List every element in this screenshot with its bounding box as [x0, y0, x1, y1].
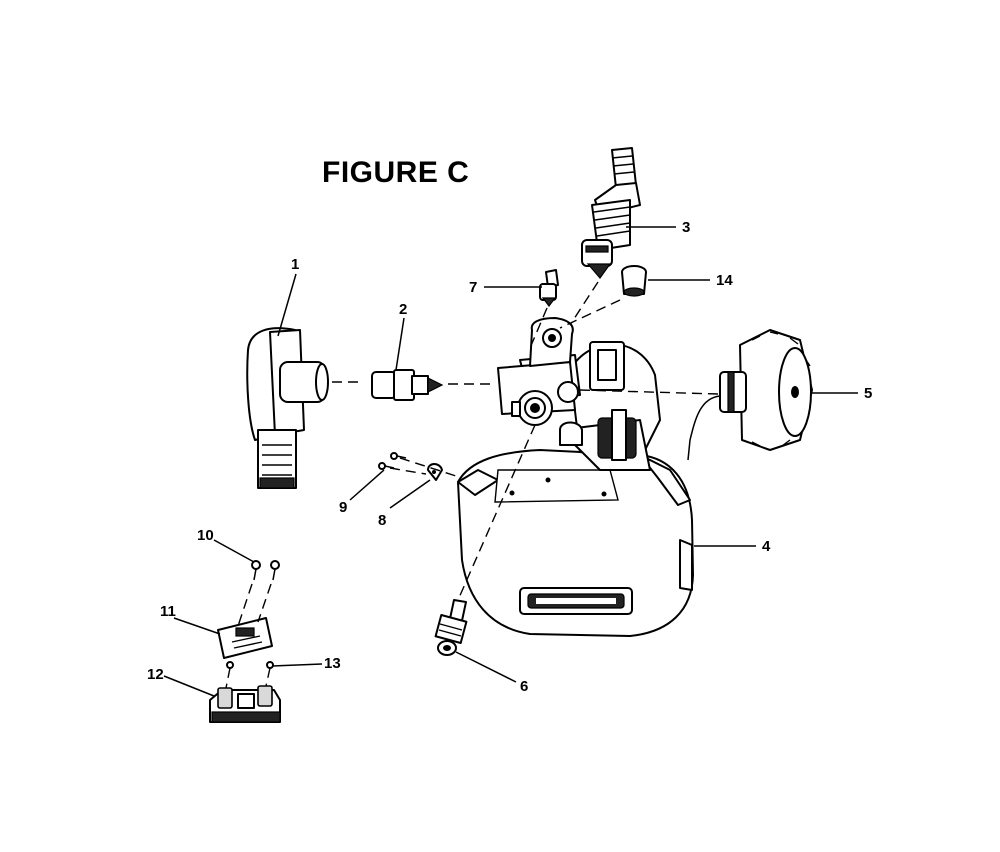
callout-2: 2	[399, 301, 407, 318]
callout-12: 12	[147, 666, 164, 683]
callout-10: 10	[197, 527, 214, 544]
callout-8: 8	[378, 512, 386, 529]
callout-13: 13	[324, 655, 341, 672]
callout-11: 11	[160, 603, 176, 620]
part-7-barb-fitting	[539, 269, 559, 307]
callout-7: 7	[469, 279, 477, 296]
callout-4: 4	[762, 538, 771, 555]
part-5-pressure-knob	[687, 329, 813, 461]
assembly-lines	[225, 281, 719, 689]
manifold	[497, 317, 583, 446]
part-2-fitting	[371, 369, 444, 401]
part-12-switch-base	[209, 685, 281, 723]
callout-labels: 1 2 3 4 5 6 7 8 9 10 11 12 13 14	[147, 219, 872, 695]
figure-title: FIGURE C	[322, 156, 470, 189]
part-1-air-intake	[246, 327, 329, 489]
part-8-clip	[427, 463, 443, 481]
part-3-elbow-fitting	[581, 147, 641, 279]
motor-assembly	[559, 341, 661, 471]
part-11-circuit-board	[217, 617, 273, 659]
leader-lines	[163, 226, 858, 697]
part-13-screws	[226, 661, 274, 669]
part-10-screws	[251, 560, 280, 581]
callout-1: 1	[291, 256, 299, 273]
callout-3: 3	[682, 219, 690, 236]
callout-5: 5	[864, 385, 872, 402]
callout-14: 14	[716, 272, 733, 289]
part-4-housing	[457, 449, 694, 637]
callout-9: 9	[339, 499, 347, 516]
part-9-screws	[378, 452, 407, 470]
callout-6: 6	[520, 678, 528, 695]
part-6-port-fitting	[434, 599, 468, 656]
part-14-cap	[621, 265, 647, 297]
